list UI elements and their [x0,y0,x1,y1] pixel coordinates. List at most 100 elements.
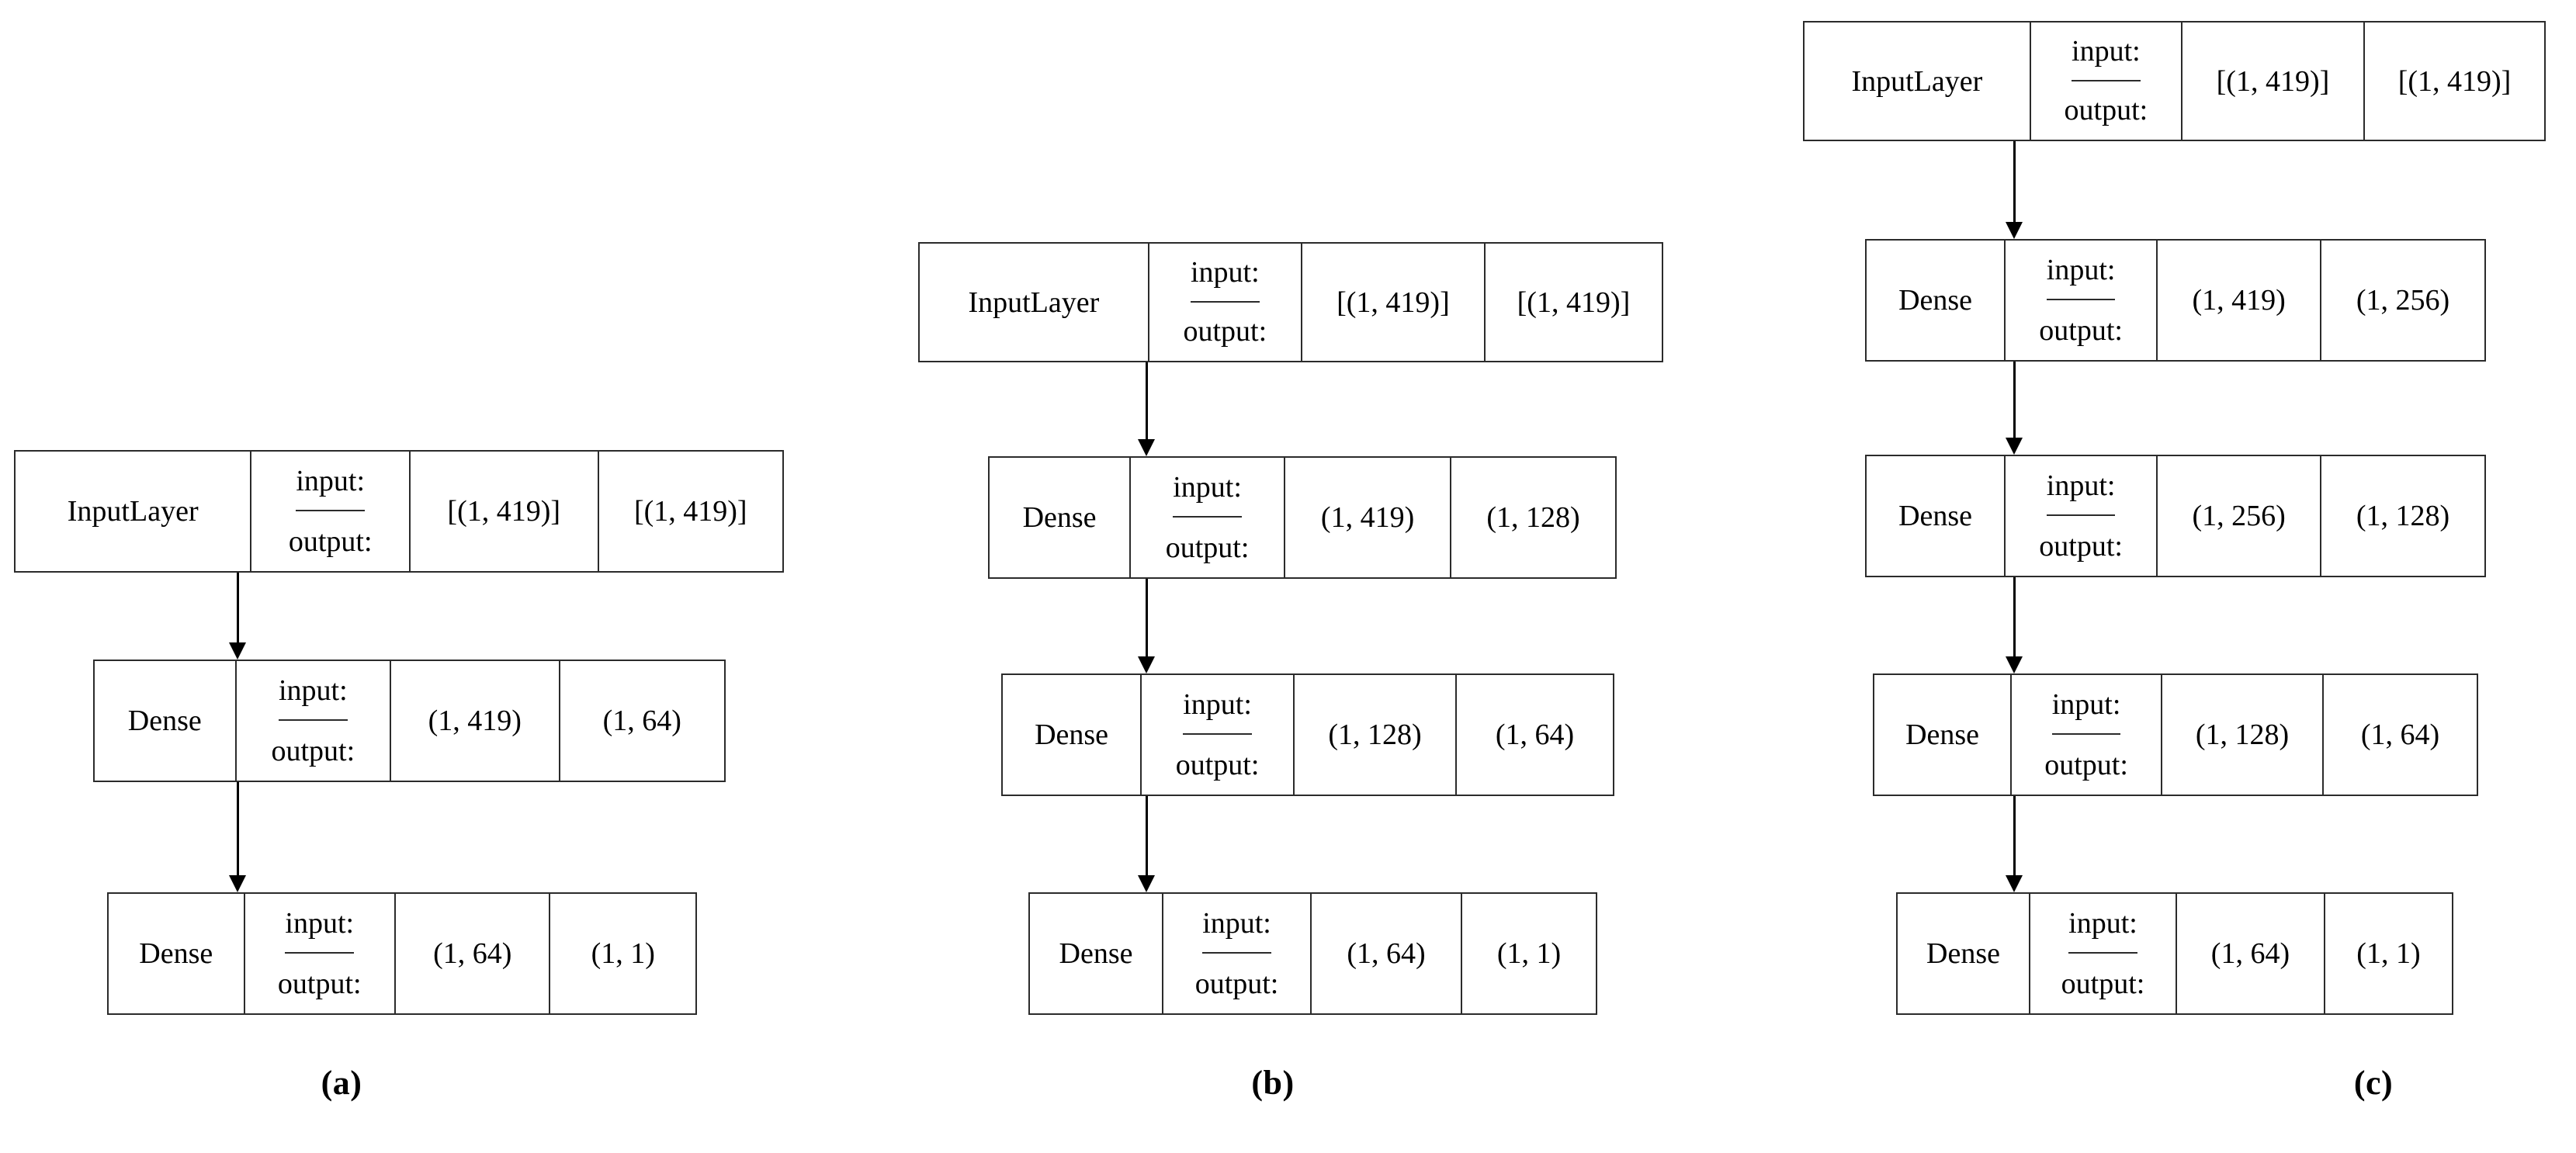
input-label: input: [1202,894,1271,954]
layer-node-dense: Dense input: output: (1, 256) (1, 128) [1865,455,2486,577]
arrow-head-icon [1138,656,1155,673]
io-label-cell: input: output: [237,661,392,781]
input-shape-cell: [(1, 419)] [1302,244,1486,361]
input-label: input: [2068,894,2137,954]
output-label: output: [2044,748,2128,781]
input-shape-cell: (1, 419) [2158,241,2322,360]
layer-node-dense: Dense input: output: (1, 64) (1, 1) [107,892,697,1015]
layer-type-cell: Dense [1030,894,1164,1013]
panel-caption: (c) [2353,1064,2394,1102]
connector-arrow [199,782,276,892]
arrow-shaft [2013,362,2016,447]
output-label: output: [1194,967,1279,1000]
layer-type-cell: InputLayer [16,452,252,571]
layer-node-inputlayer: InputLayer input: output: [(1, 419)] [(1, 41… [1803,21,2546,141]
input-shape-cell: (1, 64) [396,894,551,1013]
arrow-head-icon [2006,222,2023,239]
io-label-cell: input:output: [1149,244,1302,361]
input-shape-cell: [(1, 419)] [2182,23,2365,140]
input-shape-cell: (1, 256) [2158,456,2322,576]
output-shape-cell: [(1, 419)] [1517,286,1631,319]
layer-type-cell: InputLayer [920,244,1149,361]
arrow-head-icon [2006,656,2023,673]
io-label-cell: input: output: [2012,675,2163,795]
arrow-shaft [1145,796,1148,885]
output-shape-cell: (1, 1) [2356,937,2421,970]
connector-arrow [1108,362,1185,456]
input-label: input: [278,661,348,721]
output-label: output: [2064,94,2148,127]
layer-type-cell: Dense [1003,675,1142,795]
input-label: input: [296,452,366,511]
layer-type-cell: Dense [1867,241,2006,360]
output-label: output: [1183,315,1267,348]
layer-type-cell: Dense [990,458,1132,577]
output-shape-cell: (1, 1) [591,937,655,970]
layer-node-inputlayer: InputLayer input: output: [(1, 419)] [(1, 41… [14,450,784,573]
input-label: input: [1173,458,1242,518]
layer-node-dense: Dense input: output: (1, 64) (1, 1) [1028,892,1597,1015]
panel-caption: (a) [321,1064,362,1102]
arrow-head-icon [229,875,246,892]
arrow-shaft [1145,362,1148,448]
layer-node-dense: Dense input: output: (1, 419) (1, 64) [93,660,726,782]
layer-type-cell: Dense [1867,456,2006,576]
input-label: input: [2046,456,2116,516]
output-shape-cell: (1, 128) [2356,500,2450,532]
layer-type-cell: Dense [95,661,237,781]
io-label-cell: input:output: [1131,458,1286,577]
output-label: output: [2039,529,2123,563]
layer-type-cell: Dense [1874,675,2013,795]
output-shape-cell: [(1, 419)] [2397,64,2512,98]
input-shape-cell: (1, 419) [1285,458,1452,577]
output-label: output: [271,734,355,767]
io-label-cell: input: output: [2031,23,2182,140]
io-label-cell: input:output: [2006,241,2158,360]
io-label-cell: input:output: [1142,675,1295,795]
arrow-head-icon [229,642,246,660]
io-label-cell: input: output: [251,452,411,571]
output-label: output: [288,525,373,558]
input-label: input: [2046,241,2116,300]
output-shape-cell: (1, 64) [2360,718,2440,751]
connector-arrow [199,573,276,660]
output-shape-cell: [(1, 419)] [633,495,747,528]
output-label: output: [277,967,362,1000]
input-shape-cell: (1, 419) [391,661,560,781]
output-shape-cell: (1, 256) [2356,284,2450,317]
connector-arrow [1108,796,1185,892]
input-shape-cell: (1, 64) [1312,894,1462,1013]
input-label: input: [2051,675,2121,735]
arrow-head-icon [2006,875,2023,892]
layer-type-cell: Dense [109,894,245,1013]
input-shape-cell: [(1, 419)] [411,452,599,571]
io-label-cell: input: output: [2030,894,2177,1013]
input-shape-cell: (1, 128) [1295,675,1458,795]
io-label-cell: input: output: [1163,894,1312,1013]
output-shape-cell: (1, 64) [602,705,681,737]
connector-arrow [1975,577,2053,673]
connector-arrow [1975,141,2053,239]
io-label-cell: input: output: [2006,456,2158,576]
output-label: output: [1175,748,1260,781]
output-shape-cell: (1, 1) [1496,937,1562,970]
arrow-shaft [236,782,239,885]
panel-caption: (b) [1251,1064,1295,1102]
arrow-head-icon [1138,439,1155,456]
input-label: input: [285,894,355,954]
arrow-shaft [2013,141,2016,231]
connector-arrow [1975,362,2053,455]
io-label-cell: input: output: [245,894,397,1013]
input-label: input: [2072,23,2141,81]
layer-type-cell: InputLayer [1805,23,2031,140]
arrow-shaft [2013,796,2016,885]
connector-arrow [1108,579,1185,673]
layer-type-cell: Dense [1898,894,2031,1013]
output-label: output: [2061,967,2145,1000]
